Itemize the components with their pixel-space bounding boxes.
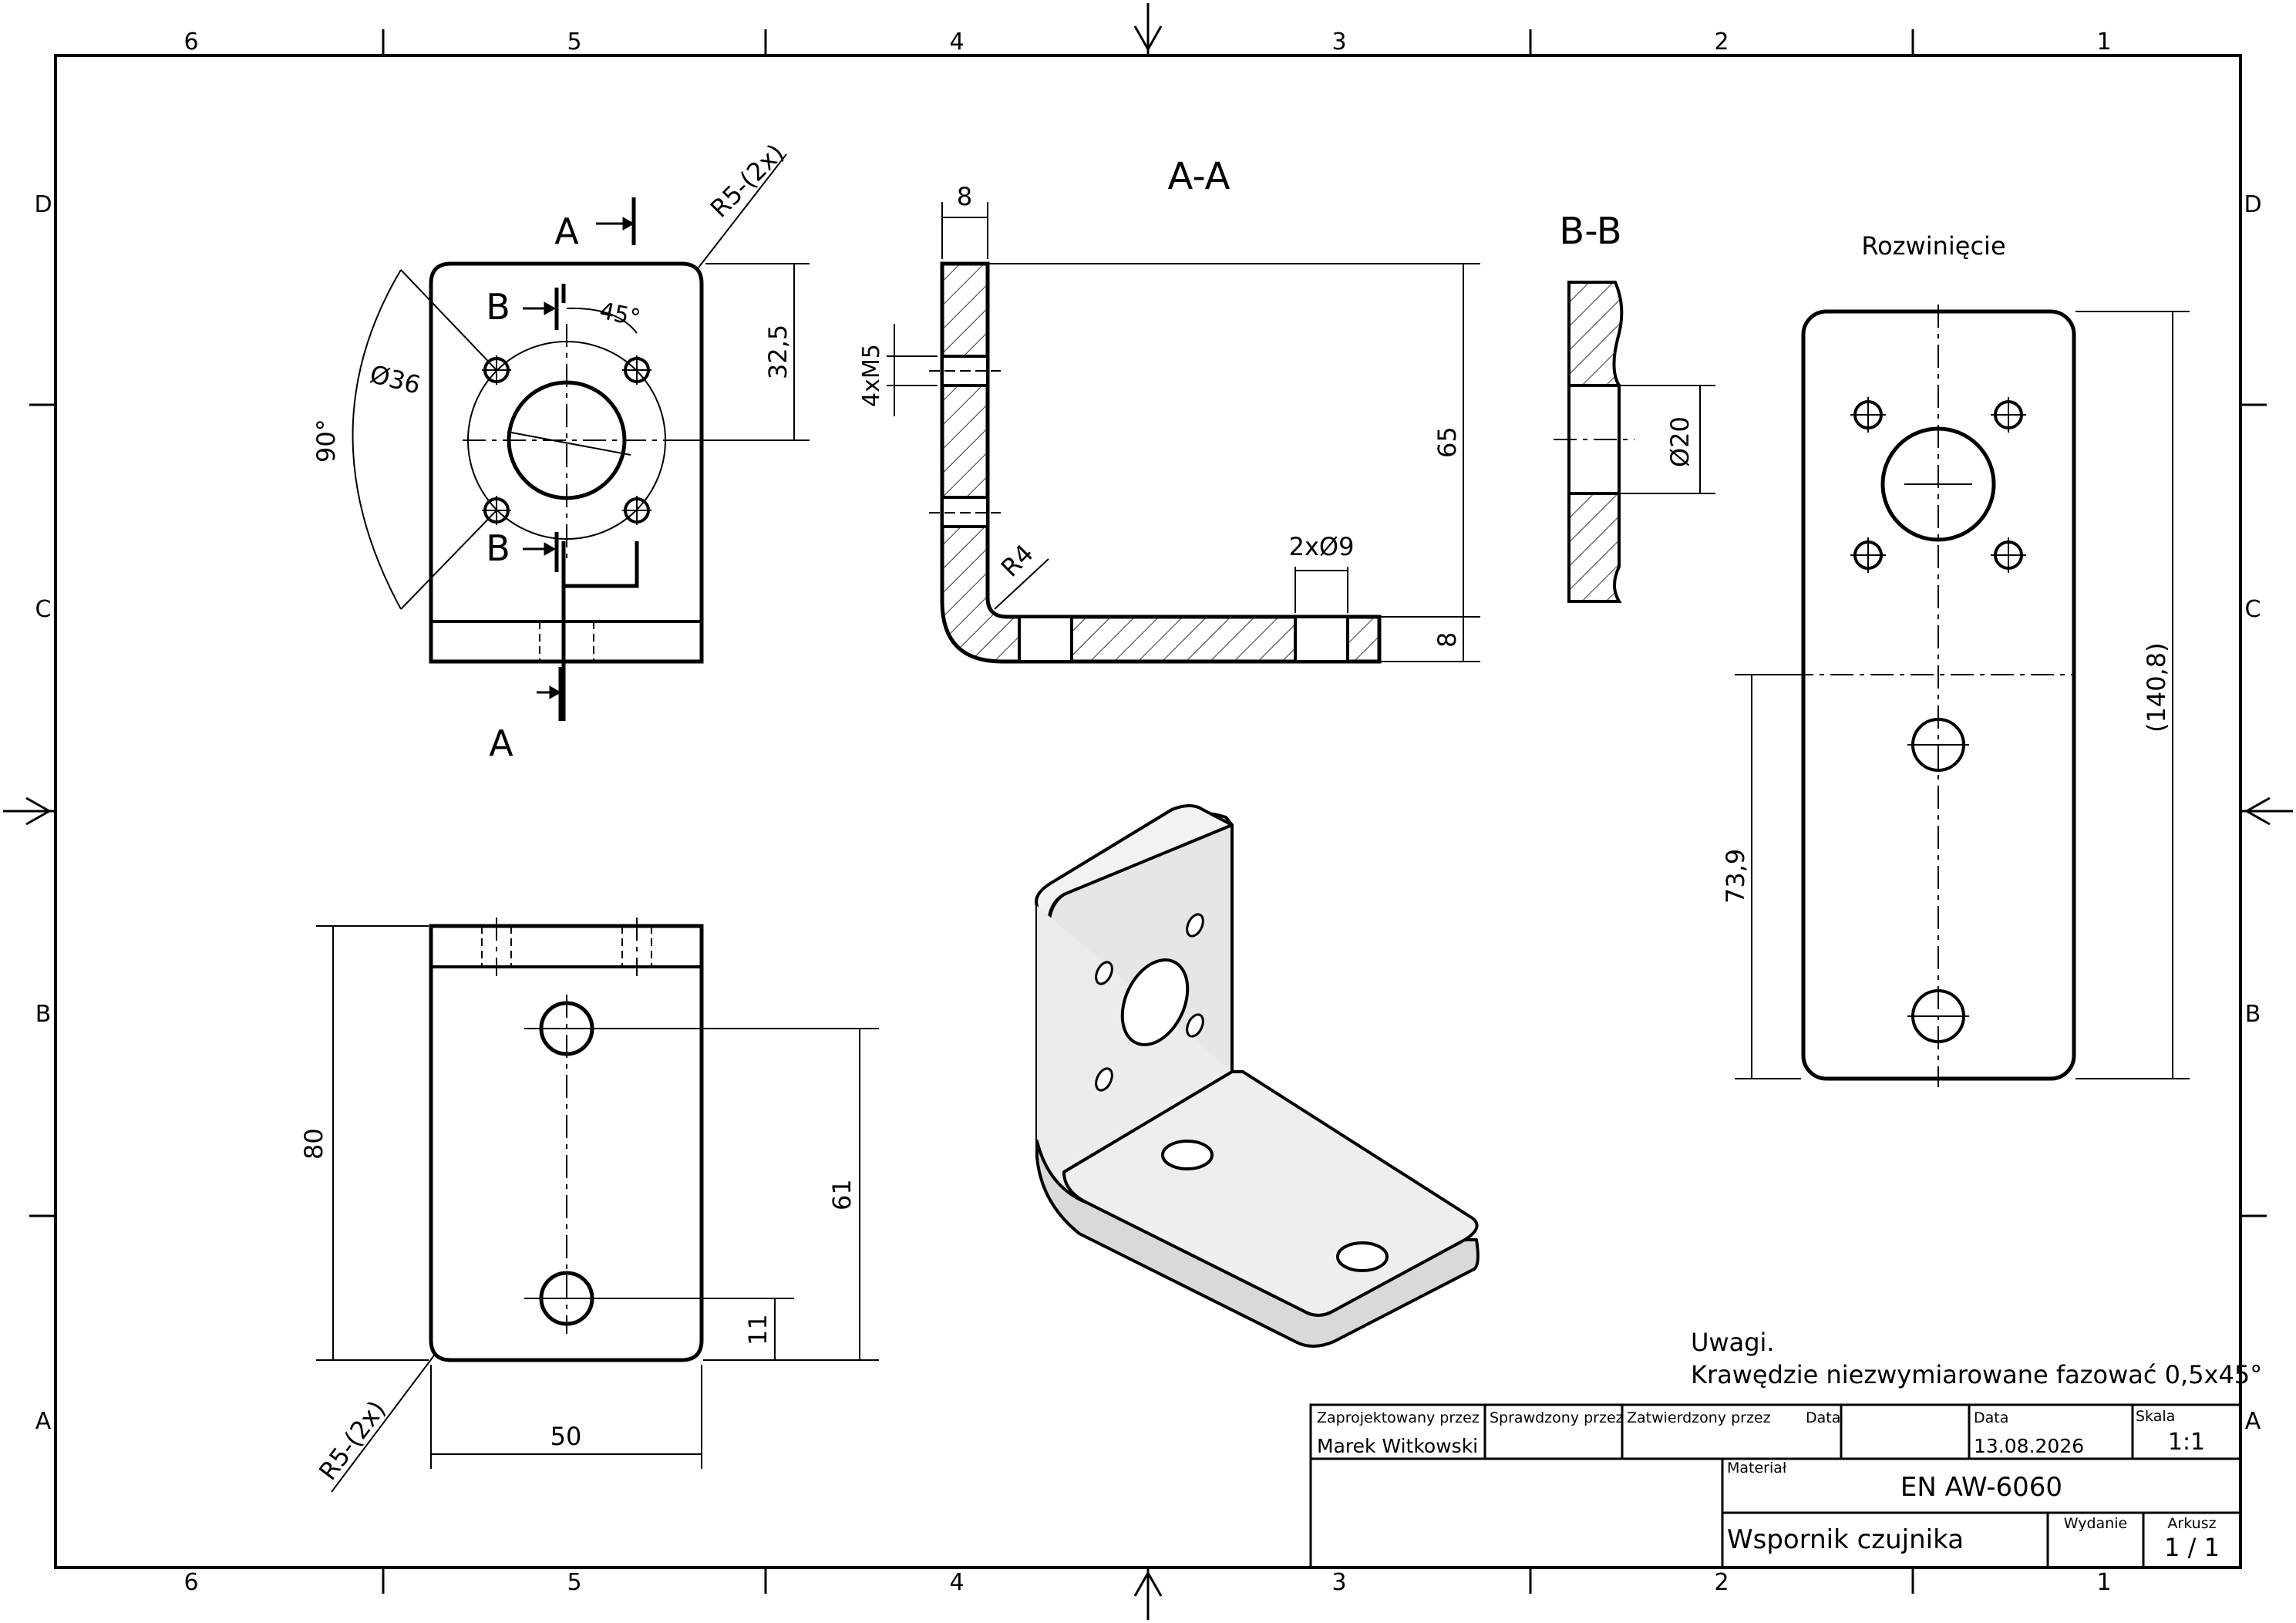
section-a-top-label: A — [554, 210, 579, 252]
section-b-top-label: B — [486, 286, 510, 328]
front-view — [352, 153, 810, 721]
front-view-labels: A B B A R5-(2x) 45° Ø36 90° 32,5 — [311, 138, 793, 764]
zone-col-1: 1 — [2096, 29, 2111, 56]
designer-name: Marek Witkowski — [1317, 1435, 1478, 1457]
aa-r4-dimension: R4 — [995, 539, 1039, 583]
zone-col-1-bottom: 1 — [2096, 1569, 2111, 1596]
drawing-title: Wspornik czujnika — [1727, 1524, 1964, 1555]
approved-by-label: Zatwierdzony przez — [1627, 1409, 1771, 1426]
zone-row-d: D — [34, 191, 52, 218]
aa-65-dimension: 65 — [1432, 426, 1462, 458]
date-label-1: Data — [1806, 1409, 1840, 1426]
section-aa-title: A-A — [1168, 155, 1230, 198]
bottom-11-dimension: 11 — [743, 1314, 773, 1345]
notes-heading: Uwagi. — [1691, 1328, 1775, 1357]
bottom-61-dimension: 61 — [827, 1179, 857, 1211]
sheet-border — [3, 3, 2293, 1620]
zone-row-a-right: A — [2245, 1408, 2261, 1435]
section-b-bottom-label: B — [486, 527, 510, 569]
scale-label: Skala — [2136, 1408, 2175, 1425]
aa-4xm5-dimension: 4xM5 — [858, 344, 885, 407]
zone-row-c-right: C — [2245, 596, 2261, 623]
zone-col-6-bottom: 6 — [183, 1569, 198, 1596]
aa-2xd9-dimension: 2xØ9 — [1289, 532, 1355, 561]
front-r5-dimension: R5-(2x) — [705, 138, 790, 224]
notes-text: Krawędzie niezwymiarowane fazować 0,5x45… — [1691, 1360, 2262, 1389]
bottom-view-labels: 80 61 11 50 R5-(2x) — [299, 1128, 857, 1486]
zone-col-6: 6 — [183, 29, 198, 56]
aa-8-side-dimension: 8 — [1432, 632, 1462, 648]
bb-d20-dimension: Ø20 — [1665, 416, 1695, 467]
zone-col-4-bottom: 4 — [949, 1569, 964, 1596]
front-32-5-dimension: 32,5 — [763, 325, 793, 379]
flat-pattern-view — [1735, 305, 2190, 1087]
date-label-2: Data — [1974, 1409, 2008, 1426]
zone-row-a: A — [35, 1408, 52, 1435]
section-bb-labels: B-B Ø20 — [1559, 210, 1695, 467]
zone-col-4: 4 — [949, 29, 964, 56]
checked-by-label: Sprawdzony przez — [1490, 1409, 1624, 1426]
bottom-80-dimension: 80 — [299, 1128, 328, 1160]
front-90deg-dimension: 90° — [311, 419, 341, 463]
flat-pattern-title: Rozwinięcie — [1861, 231, 2005, 261]
zone-labels: 6 5 4 3 2 1 6 5 4 3 2 1 D C B A D C B A — [34, 29, 2261, 1596]
material-value: EN AW-6060 — [1900, 1472, 2062, 1503]
front-d36-dimension: Ø36 — [367, 359, 423, 400]
zone-col-2-bottom: 2 — [1714, 1569, 1729, 1596]
material-label: Materiał — [1727, 1460, 1787, 1477]
zone-col-3-bottom: 3 — [1331, 1569, 1346, 1596]
aa-8-top-dimension: 8 — [957, 182, 972, 211]
drawing-date: 13.08.2026 — [1974, 1435, 2084, 1457]
front-45deg-dimension: 45° — [597, 298, 642, 332]
zone-col-2: 2 — [1714, 29, 1729, 56]
title-block-text: Zaprojektowany przez Sprawdzony przez Za… — [1317, 1408, 2220, 1562]
zone-col-3: 3 — [1331, 29, 1346, 56]
section-aa-view — [887, 202, 1480, 664]
sheet-label: Arkusz — [2167, 1515, 2216, 1532]
bottom-view — [316, 918, 879, 1493]
sheet-value: 1 / 1 — [2164, 1533, 2220, 1562]
flat-73-9-dimension: 73,9 — [1721, 849, 1750, 904]
zone-row-b-right: B — [2245, 1001, 2261, 1028]
isometric-view — [1035, 804, 1480, 1348]
designed-by-label: Zaprojektowany przez — [1317, 1409, 1480, 1426]
zone-row-d-right: D — [2244, 191, 2261, 218]
zone-col-5: 5 — [567, 29, 581, 56]
notes: Uwagi. Krawędzie niezwymiarowane fazować… — [1691, 1328, 2262, 1389]
flat-140-8-dimension: (140,8) — [2142, 642, 2171, 732]
section-bb-title: B-B — [1559, 210, 1621, 253]
edition-label: Wydanie — [2064, 1515, 2127, 1532]
section-aa-labels: A-A 8 4xM5 65 R4 2xØ9 8 — [858, 155, 1462, 648]
bottom-50-dimension: 50 — [550, 1422, 582, 1451]
flat-pattern-labels: Rozwinięcie (140,8) 73,9 — [1721, 231, 2171, 904]
zone-row-c: C — [35, 596, 52, 623]
zone-row-b: B — [35, 1001, 52, 1028]
section-a-bottom-label: A — [489, 722, 513, 764]
zone-col-5-bottom: 5 — [567, 1569, 581, 1596]
section-bb-view — [1554, 281, 1715, 603]
title-block — [1309, 1403, 2242, 1569]
bottom-r5-dimension: R5-(2x) — [313, 1395, 392, 1485]
scale-value: 1:1 — [2168, 1429, 2205, 1456]
